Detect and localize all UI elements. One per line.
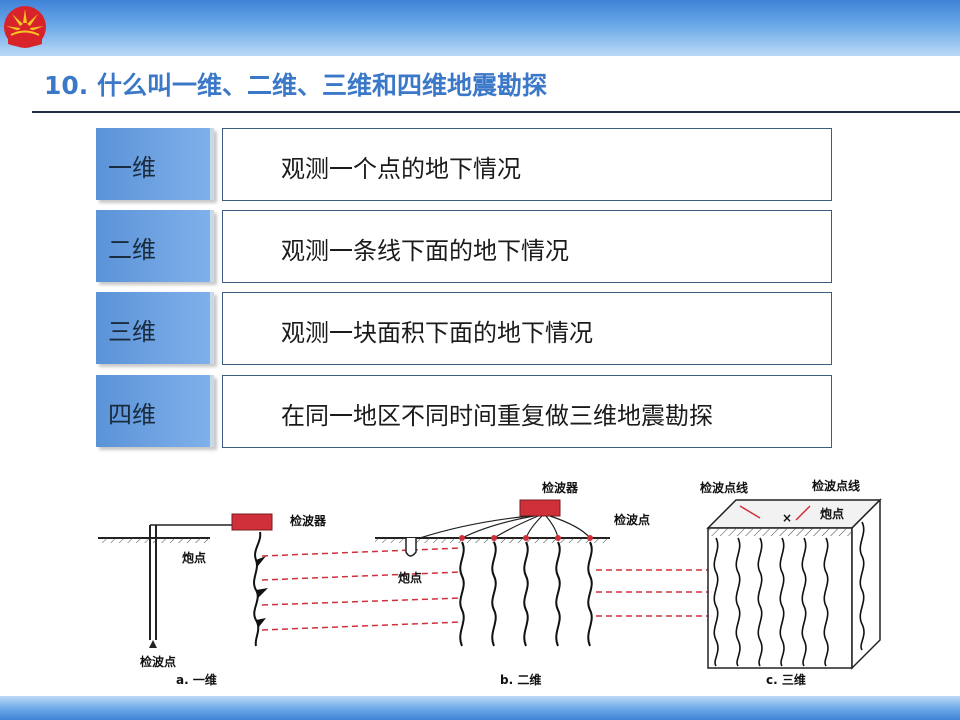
top-banner xyxy=(0,0,960,56)
row-3d: 三维 观测一块面积下面的地下情况 xyxy=(96,292,834,366)
company-logo-icon xyxy=(4,6,46,48)
row-label: 二维 xyxy=(108,236,156,264)
row-2d: 二维 观测一条线下面的地下情况 xyxy=(96,210,834,284)
row-label: 一维 xyxy=(108,154,156,182)
caption-3d: c. 三维 xyxy=(766,672,806,687)
label-line1-c: 检波点线 xyxy=(700,480,748,495)
row-tab: 三维 xyxy=(96,292,214,364)
seismic-survey-diagram: 检波器 炮点 检波点 a. 一维 xyxy=(98,478,882,687)
row-label: 四维 xyxy=(108,401,156,429)
row-description-box: 观测一个点的地下情况 xyxy=(222,128,832,201)
row-description: 观测一个点的地下情况 xyxy=(281,155,521,183)
label-geophone-a: 检波点 xyxy=(140,654,176,669)
shot-marker-icon: × xyxy=(782,511,792,525)
label-shot-c: 炮点 xyxy=(820,506,844,521)
row-description-box: 在同一地区不同时间重复做三维地震勘探 xyxy=(222,375,832,448)
row-description: 观测一块面积下面的地下情况 xyxy=(281,319,593,347)
row-4d: 四维 在同一地区不同时间重复做三维地震勘探 xyxy=(96,375,834,449)
row-description-box: 观测一条线下面的地下情况 xyxy=(222,210,832,283)
title-underline xyxy=(32,111,960,113)
row-tab: 四维 xyxy=(96,375,214,447)
label-shot-b: 炮点 xyxy=(398,570,422,585)
label-geophone-b: 检波点 xyxy=(614,512,650,527)
row-description-box: 观测一块面积下面的地下情况 xyxy=(222,292,832,365)
bottom-banner xyxy=(0,696,960,720)
label-shot-a: 炮点 xyxy=(182,550,206,565)
row-label: 三维 xyxy=(108,318,156,346)
slide-title: 10. 什么叫一维、二维、三维和四维地震勘探 xyxy=(44,71,547,100)
row-description: 观测一条线下面的地下情况 xyxy=(281,237,569,265)
row-tab: 一维 xyxy=(96,128,214,200)
label-receiver-a: 检波器 xyxy=(290,513,327,528)
connector-lines-bc xyxy=(596,569,708,617)
caption-2d: b. 二维 xyxy=(500,672,541,687)
connector-lines-ab xyxy=(261,547,463,631)
diagram-3d: × 检波点线 检波点线 炮点 c. 三维 xyxy=(700,478,882,687)
label-receiver-b: 检波器 xyxy=(542,480,579,495)
row-description: 在同一地区不同时间重复做三维地震勘探 xyxy=(281,402,713,430)
diagram-1d: 检波器 炮点 检波点 a. 一维 xyxy=(98,513,327,687)
row-1d: 一维 观测一个点的地下情况 xyxy=(96,128,834,202)
diagram-2d: 检波器 检波点 炮点 b. 二维 xyxy=(375,480,650,687)
caption-1d: a. 一维 xyxy=(176,672,217,687)
row-tab: 二维 xyxy=(96,210,214,282)
label-line2-c: 检波点线 xyxy=(812,478,860,493)
